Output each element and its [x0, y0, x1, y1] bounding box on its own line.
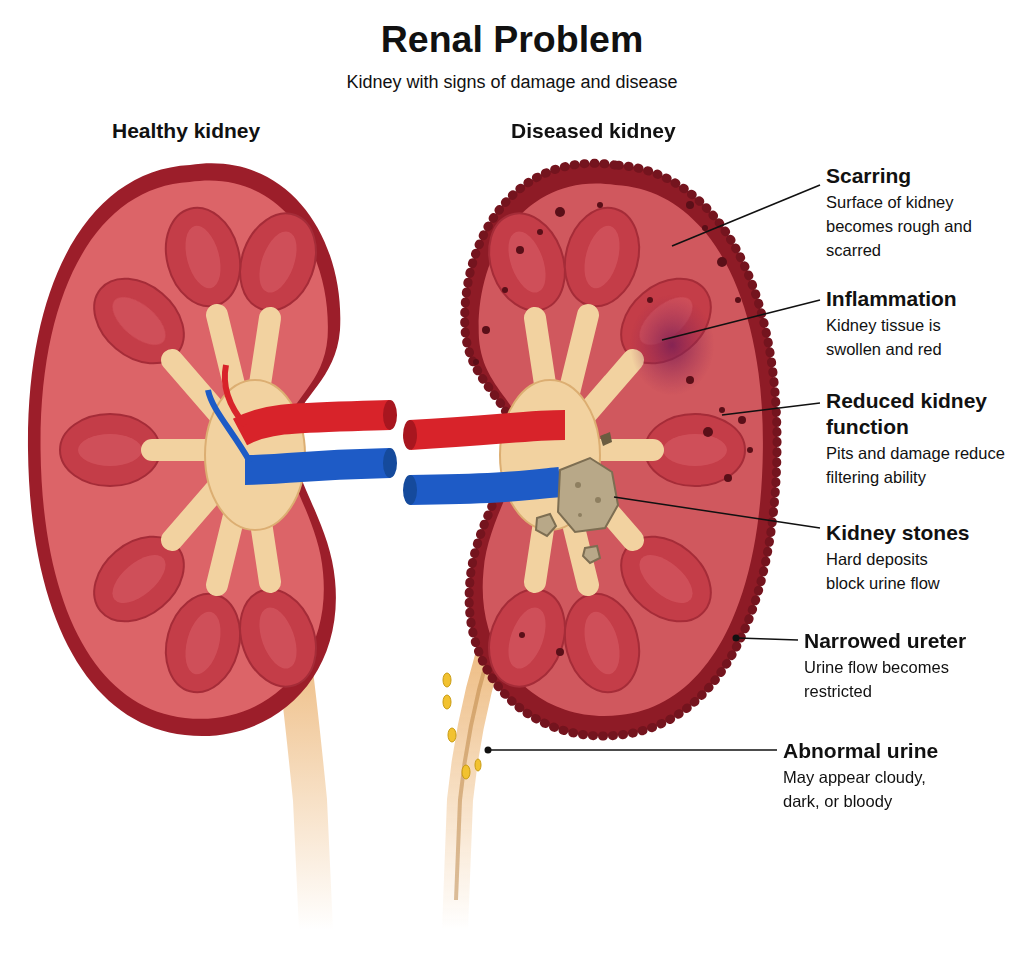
callout-heading: Reduced kidney function [826, 388, 1006, 440]
callout-heading: Abnormal urine [783, 738, 938, 764]
callout-body: Kidney tissue is swollen and red [826, 313, 996, 361]
callout-heading: Narrowed ureter [804, 628, 966, 654]
panel-heading: Diseased kidney [511, 118, 676, 144]
callout-body: Urine flow becomes restricted [804, 655, 979, 703]
subtitle: Kidney with signs of damage and disease [0, 70, 1024, 95]
callout-heading: Inflammation [826, 286, 957, 312]
callout-body: Hard deposits block urine flow [826, 547, 966, 595]
leader-lines [490, 185, 820, 750]
callout-heading: Kidney stones [826, 520, 970, 546]
callout-body: Pits and damage reduce filtering ability [826, 441, 1018, 489]
panel-heading: Healthy kidney [112, 118, 260, 144]
diseased-kidney [403, 163, 777, 930]
callout-heading: Scarring [826, 163, 911, 189]
callout-body: Surface of kidney becomes rough and scar… [826, 190, 996, 262]
diagram-title: Renal Problem [0, 14, 1024, 64]
callout-body: May appear cloudy, dark, or bloody [783, 765, 958, 813]
healthy-kidney [28, 163, 397, 930]
